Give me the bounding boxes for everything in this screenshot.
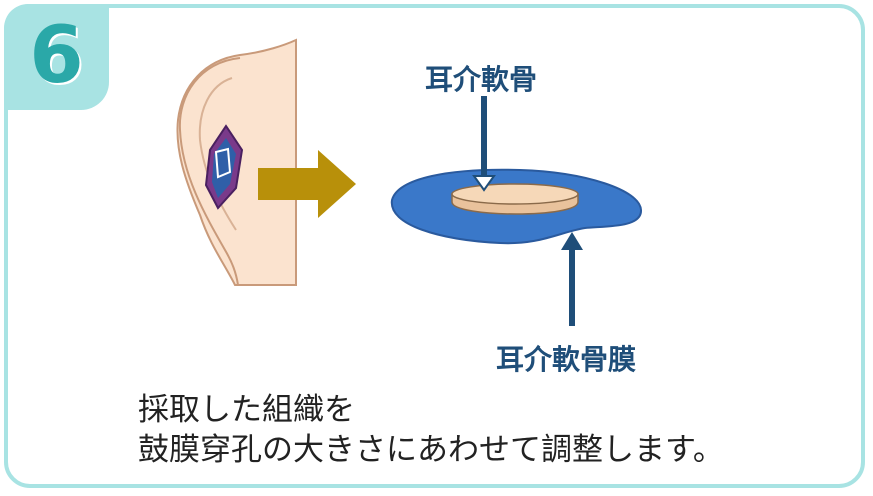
step-badge: 6 bbox=[4, 4, 109, 110]
caption-line-2: 鼓膜穿孔の大きさにあわせて調整します。 bbox=[138, 432, 724, 468]
pointer-arrow-down bbox=[472, 96, 496, 192]
caption: 採取した組織を 鼓膜穿孔の大きさにあわせて調整します。 bbox=[138, 390, 724, 470]
caption-line-1: 採取した組織を bbox=[138, 392, 355, 428]
cartilage-disc bbox=[451, 183, 579, 215]
ear-illustration bbox=[176, 38, 297, 286]
pointer-arrow-up bbox=[561, 232, 583, 326]
cartilage-label: 耳介軟骨 bbox=[425, 63, 538, 96]
perichondrium-label: 耳介軟骨膜 bbox=[496, 343, 637, 376]
transfer-arrow bbox=[258, 150, 356, 218]
step-card bbox=[4, 4, 865, 488]
step-number: 6 bbox=[29, 11, 84, 101]
